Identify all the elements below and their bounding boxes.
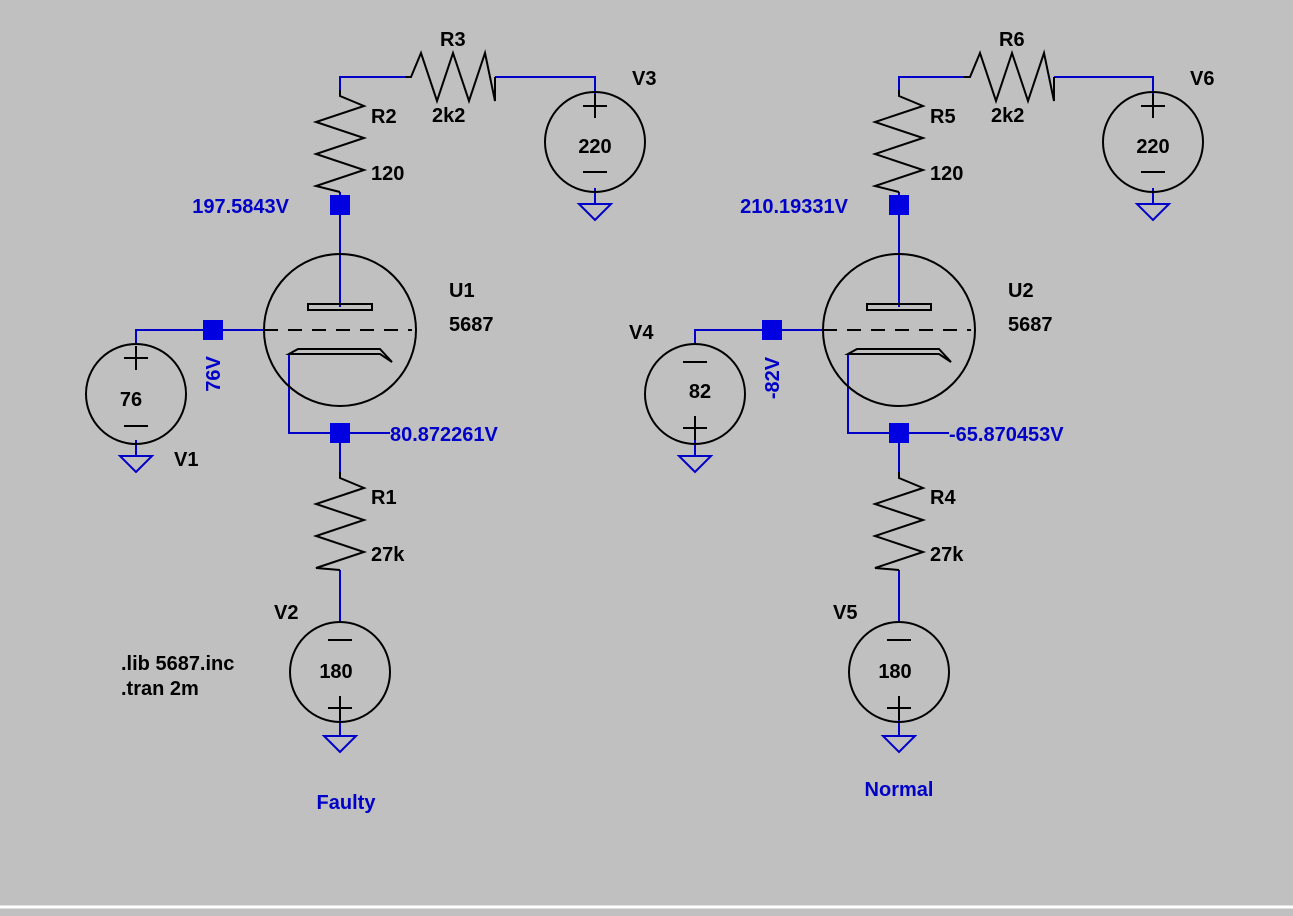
wire-r6-to-v6[interactable] [1054,76,1154,95]
v3-name: V3 [632,68,656,90]
r1-value: 27k [371,544,405,566]
v1-name: V1 [174,449,198,471]
directive-lib: .lib 5687.inc [121,653,234,675]
voltage-source-v4[interactable] [644,343,746,445]
r1-name: R1 [371,487,397,509]
wire-grid-u2[interactable] [694,329,823,345]
ground-symbol-v5 [880,735,918,754]
v5-name: V5 [833,602,857,624]
wire-cathode-u2[interactable] [847,354,949,434]
ground-symbol-v3 [576,203,614,222]
u1-value: 5687 [449,314,494,336]
ground-symbol-v2 [321,735,359,754]
spice-directives[interactable]: .lib 5687.inc .tran 2m [121,653,234,700]
node-plate-u1[interactable] [330,195,350,215]
v4-value: 82 [689,381,711,403]
wire-r3-to-v3[interactable] [495,76,596,95]
r2-name: R2 [371,106,397,128]
circuit-caption-faulty: Faulty [317,792,377,814]
r4-value: 27k [930,544,964,566]
v3-value: 220 [578,136,611,158]
u2-name: U2 [1008,280,1034,302]
resistor-r5[interactable] [871,90,927,193]
plate-voltage-label: 197.5843V [192,196,289,218]
resistor-r6[interactable] [964,49,1055,105]
ground-symbol-v1 [117,455,155,474]
node-plate-u2[interactable] [889,195,909,215]
r3-name: R3 [440,29,466,51]
r5-value: 120 [930,163,963,185]
node-grid-u2[interactable] [762,320,782,340]
voltage-source-v2[interactable] [289,621,391,723]
voltage-source-v1[interactable] [85,343,187,445]
v1-value: 76 [120,389,142,411]
wire-grid[interactable] [135,329,264,345]
cathode-voltage-label-u2: -65.870453V [949,424,1064,446]
grid-voltage-label: 76V [203,356,225,392]
wire-cathode[interactable] [288,354,390,434]
r6-value: 2k2 [991,105,1024,127]
circuit-normal[interactable]: R5 120 R6 2k2 220 V6 U2 5687 82 V4 [629,29,1214,801]
v5-value: 180 [878,661,911,683]
v2-value: 180 [319,661,352,683]
resistor-r3[interactable] [405,49,496,105]
ground-symbol-v6 [1134,203,1172,222]
voltage-source-v3[interactable] [544,91,646,193]
r3-value: 2k2 [432,105,465,127]
resistor-r2[interactable] [312,90,368,193]
node-cathode-u2[interactable] [889,423,909,443]
directive-tran: .tran 2m [121,678,199,700]
v2-name: V2 [274,602,298,624]
voltage-source-v6[interactable] [1102,91,1204,193]
tube-u1[interactable] [263,253,417,407]
node-grid-u1[interactable] [203,320,223,340]
node-cathode-u1[interactable] [330,423,350,443]
tube-u2[interactable] [822,253,976,407]
resistor-r1[interactable] [312,472,368,571]
plate-voltage-label-u2: 210.19331V [740,196,849,218]
voltage-source-v5[interactable] [848,621,950,723]
r5-name: R5 [930,106,956,128]
circuit-faulty[interactable]: R2 120 R3 2k2 220 V3 U1 5687 76 V1 [85,29,656,814]
u1-name: U1 [449,280,475,302]
u2-value: 5687 [1008,314,1053,336]
v6-name: V6 [1190,68,1214,90]
r6-name: R6 [999,29,1025,51]
circuit-caption-normal: Normal [865,779,934,801]
resistor-r4[interactable] [871,472,927,571]
r4-name: R4 [930,487,956,509]
cathode-voltage-label: 80.872261V [390,424,499,446]
v4-name: V4 [629,322,654,344]
ground-symbol-v4 [676,455,714,474]
wire-r5-top[interactable] [898,76,964,90]
wire-r2-top[interactable] [339,76,405,90]
r2-value: 120 [371,163,404,185]
v6-value: 220 [1136,136,1169,158]
grid-voltage-label-u2: -82V [762,356,784,399]
